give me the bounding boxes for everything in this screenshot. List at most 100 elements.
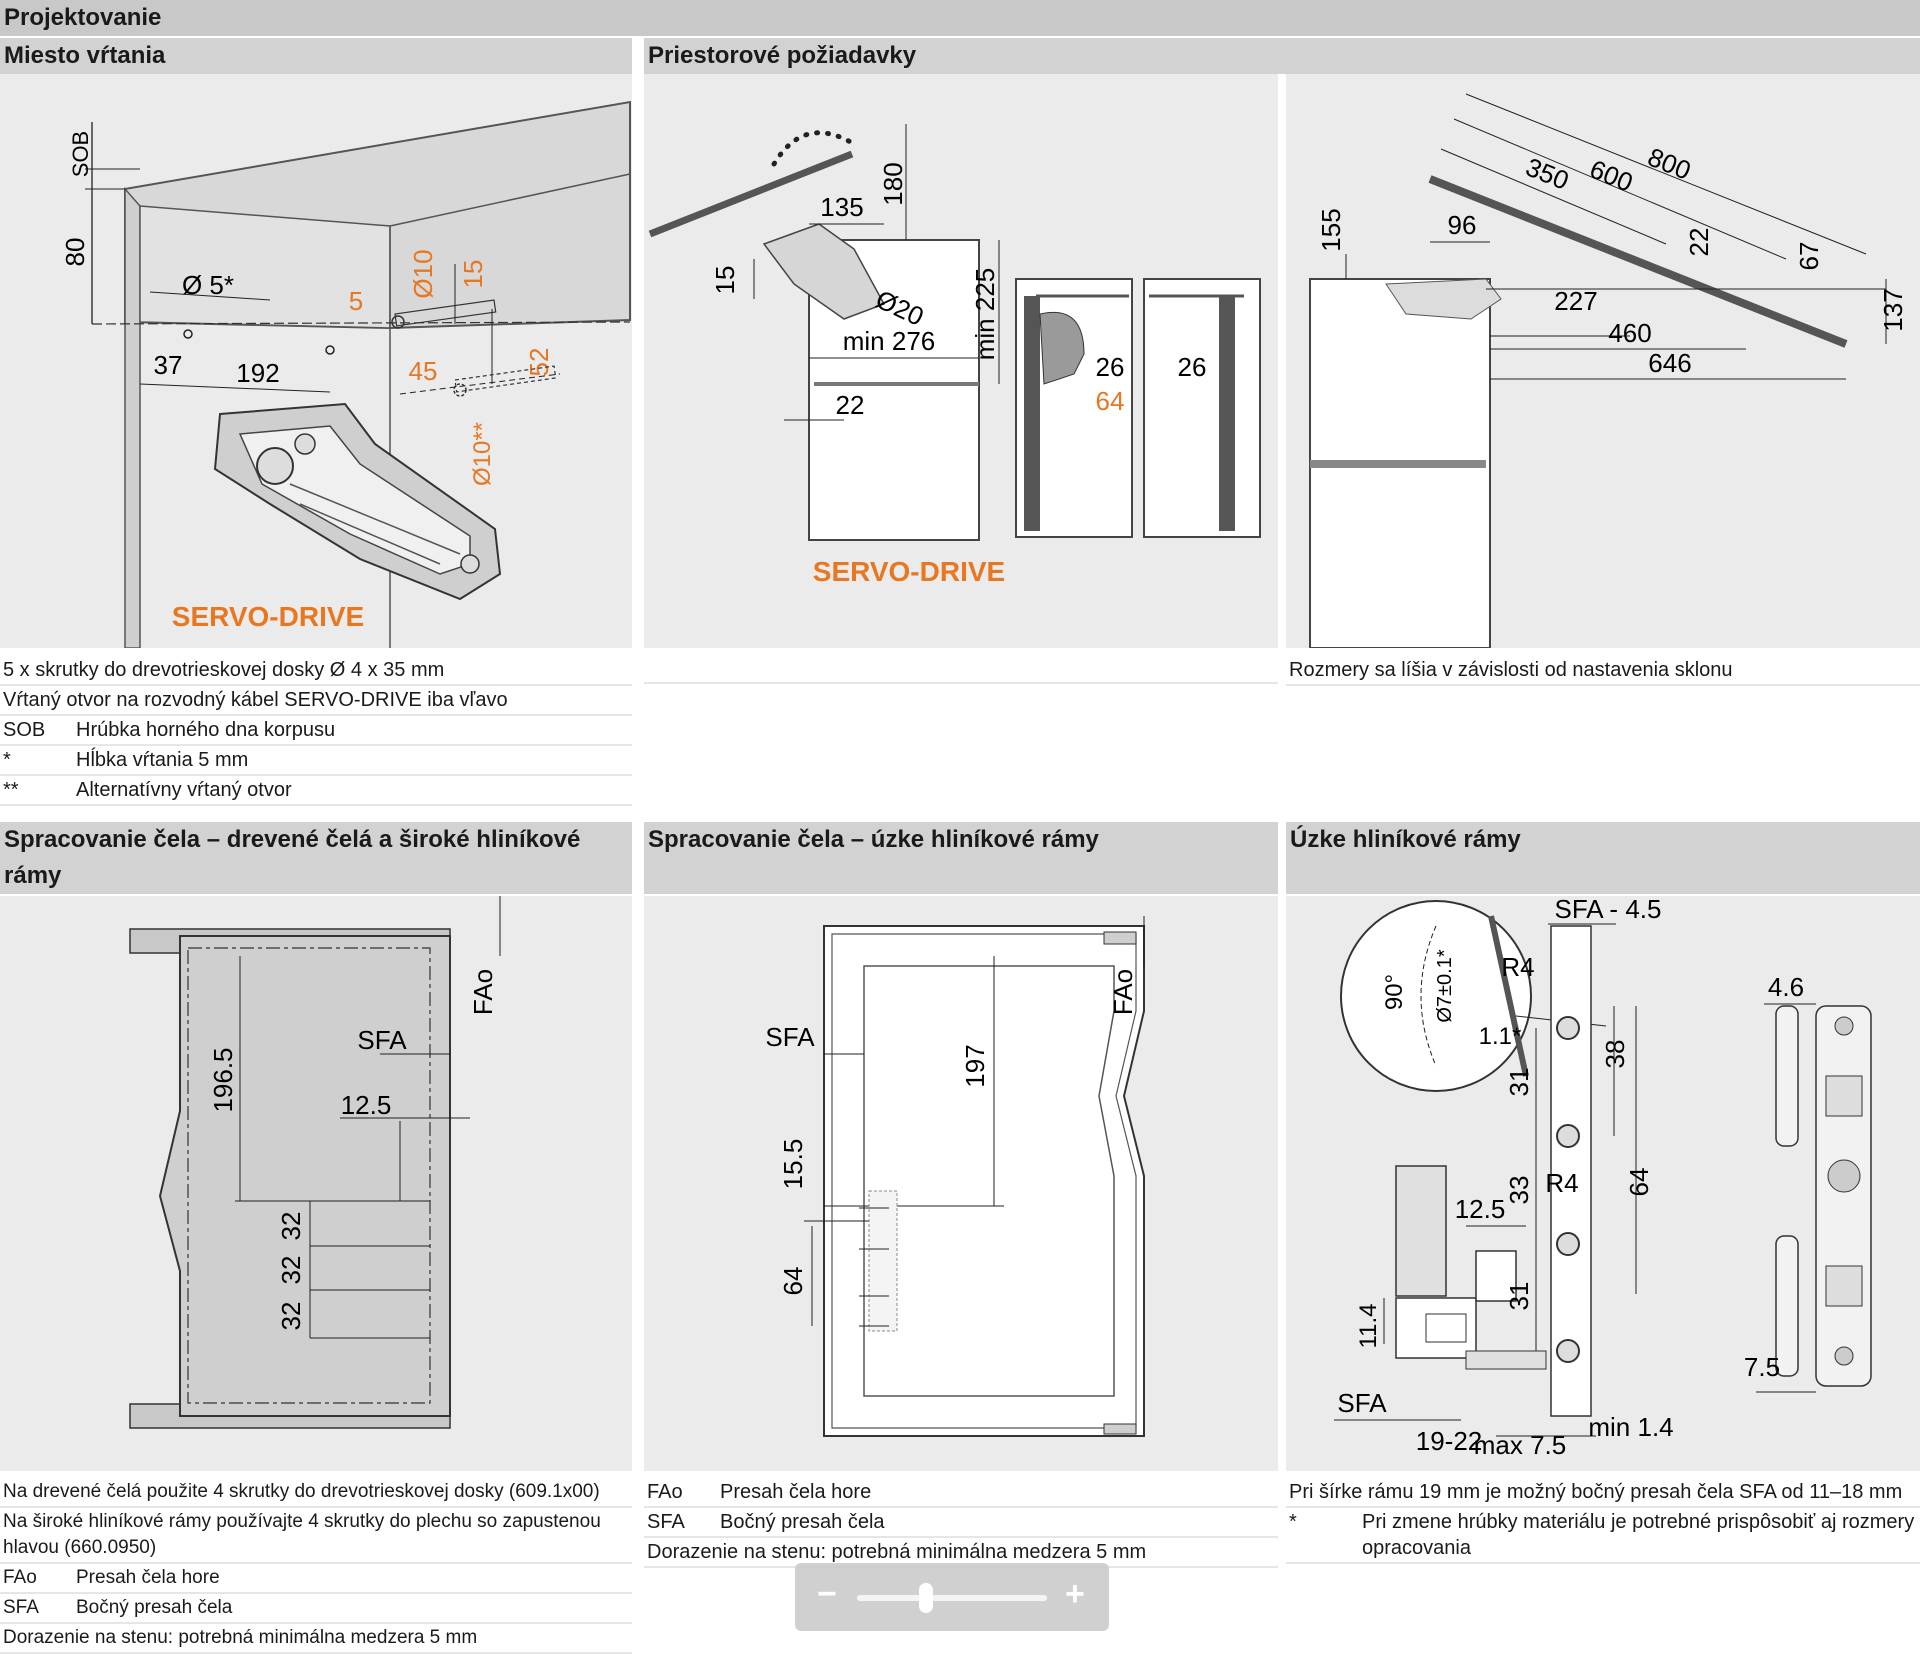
label-fao: FAo [1108, 969, 1138, 1015]
label-15: 15 [710, 266, 740, 295]
space-notes: Rozmery sa líšia v závislosti od nastave… [1286, 656, 1920, 801]
panel-title-drilling: Miesto vŕtania [0, 38, 632, 74]
label-o45: 45 [409, 356, 438, 386]
label-26b: 26 [1178, 352, 1207, 382]
label-646: 646 [1648, 348, 1691, 378]
note-text: Bočný presah čela [720, 1511, 885, 1533]
note-text: Presah čela hore [720, 1481, 872, 1503]
label-64: 64 [1624, 1168, 1654, 1197]
note-text: Bočný presah čela [76, 1597, 233, 1618]
label-r4b: R4 [1545, 1168, 1578, 1198]
note-text: Hrúbka horného dna korpusu [76, 719, 336, 741]
zoom-control: − + [795, 1563, 1109, 1631]
label-33: 33 [1504, 1176, 1534, 1205]
label-sfa: SFA [357, 1025, 407, 1055]
label-o52: 52 [524, 348, 554, 377]
label-min276: min 276 [843, 326, 936, 356]
label-75: 7.5 [1744, 1352, 1780, 1382]
label-80: 80 [60, 238, 90, 267]
note-text: Alternatívny vŕtaný otvor [76, 779, 292, 801]
panel-title-wood: Spracovanie čela – drevené čelá a široké… [0, 822, 632, 894]
label-31b: 31 [1504, 1282, 1534, 1311]
frames-diagram: 90° Ø7±0.1* 1.1* 12.5 11.4 SFA 19-22 SFA… [1286, 896, 1920, 1471]
frames-notes: Pri šírke rámu 19 mm je možný bočný pres… [1286, 1478, 1920, 1650]
label-90: 90° [1381, 974, 1408, 1010]
page-title: Projektovanie [0, 0, 1920, 36]
note-text: Vŕtaný otvor na rozvodný kábel SERVO-DRI… [3, 689, 508, 711]
label-min225: min 225 [970, 268, 1000, 361]
label-11: 1.1* [1479, 1023, 1522, 1050]
label-31a: 31 [1504, 1068, 1534, 1097]
label-d7: Ø7±0.1* [1434, 949, 1456, 1022]
note-key: SFA [3, 1597, 39, 1618]
label-22b: 22 [1684, 228, 1714, 257]
label-125: 12.5 [341, 1090, 392, 1120]
servo-drive-label: SERVO-DRIVE [172, 601, 364, 632]
label-sfa: SFA [765, 1022, 815, 1052]
drilling-diagram: SOB 80 Ø 5* 37 192 5 Ø10 15 45 52 [0, 74, 632, 648]
note-row: Na široké hliníkové rámy používajte 4 sk… [0, 1508, 632, 1564]
panel-title-frames: Úzke hliníkové rámy [1286, 822, 1920, 894]
note-text: Pri zmene hrúbky materiálu je potrebné p… [1362, 1511, 1915, 1559]
zoom-slider-handle[interactable] [918, 1583, 933, 1613]
note-key: ** [3, 779, 19, 801]
note-row: SOB Hrúbka horného dna korpusu [0, 716, 632, 746]
label-67: 67 [1794, 242, 1824, 271]
note-key: SFA [647, 1511, 685, 1533]
label-37: 37 [154, 350, 183, 380]
label-180: 180 [878, 162, 908, 205]
label-46: 4.6 [1768, 972, 1804, 1002]
label-197: 197 [960, 1044, 990, 1087]
note-text: Dorazenie na stenu: potrebná minimálna m… [647, 1541, 1147, 1563]
wood-front-diagram: FAo SFA 196.5 12.5 32 32 32 [0, 896, 632, 1471]
zoom-slider[interactable] [857, 1595, 1047, 1601]
note-row: Pri šírke rámu 19 mm je možný bočný pres… [1286, 1478, 1920, 1508]
note-text: Rozmery sa líšia v závislosti od nastave… [1289, 659, 1733, 681]
panel-title-narrow: Spracovanie čela – úzke hliníkové rámy [644, 822, 1278, 894]
label-26a: 26 [1096, 352, 1125, 382]
zoom-out-button[interactable]: − [817, 1575, 837, 1613]
label-96: 96 [1448, 210, 1477, 240]
label-1965: 196.5 [208, 1047, 238, 1112]
label-460: 460 [1608, 318, 1651, 348]
servo-drive-label-2: SERVO-DRIVE [813, 556, 1005, 587]
label-64: 64 [778, 1267, 808, 1296]
note-row: SFA Bočný presah čela [0, 1594, 632, 1624]
drilling-notes: 5 x skrutky do drevotrieskovej dosky Ø 4… [0, 656, 632, 806]
label-o10: Ø10 [408, 249, 438, 298]
label-32c: 32 [276, 1302, 306, 1331]
note-row: SFA Bočný presah čela [644, 1508, 1278, 1538]
note-row: FAo Presah čela hore [0, 1564, 632, 1594]
note-text: Na široké hliníkové rámy používajte 4 sk… [3, 1511, 601, 1558]
panel-title-space: Priestorové požiadavky [644, 38, 1920, 74]
label-min14: min 1.4 [1588, 1412, 1673, 1442]
note-row: Vŕtaný otvor na rozvodný kábel SERVO-DRI… [0, 686, 632, 716]
note-text: Hĺbka vŕtania 5 mm [76, 749, 249, 771]
note-row: ** Alternatívny vŕtaný otvor [0, 776, 632, 806]
note-text: Na drevené čelá použite 4 skrutky do dre… [3, 1481, 600, 1502]
label-135: 135 [820, 192, 863, 222]
note-row: Na drevené čelá použite 4 skrutky do dre… [0, 1478, 632, 1508]
note-text: Dorazenie na stenu: potrebná minimálna m… [3, 1627, 478, 1648]
note-text: 5 x skrutky do drevotrieskovej dosky Ø 4… [3, 659, 445, 681]
note-key: * [3, 749, 11, 771]
narrow-front-diagram: FAo SFA 197 15.5 64 [644, 896, 1278, 1471]
note-key: FAo [3, 1567, 37, 1588]
zoom-in-button[interactable]: + [1065, 1575, 1085, 1613]
note-text: Pri šírke rámu 19 mm je možný bočný pres… [1289, 1481, 1903, 1503]
label-800: 800 [1644, 142, 1695, 186]
note-row: * Hĺbka vŕtania 5 mm [0, 746, 632, 776]
label-155: 15.5 [778, 1139, 808, 1190]
label-227: 227 [1554, 286, 1597, 316]
note-key: SOB [3, 719, 46, 741]
label-sfa: SFA [1337, 1388, 1387, 1418]
wood-notes: Na drevené čelá použite 4 skrutky do dre… [0, 1478, 632, 1654]
note-text: Presah čela hore [76, 1567, 220, 1588]
note-row: Rozmery sa líšia v závislosti od nastave… [1286, 656, 1920, 686]
label-1922: 19-22 [1416, 1426, 1483, 1456]
label-600: 600 [1586, 154, 1637, 198]
label-192: 192 [236, 358, 279, 388]
space-diagram-angle: 800 600 350 155 96 22 67 227 460 646 137 [1286, 74, 1920, 648]
label-32b: 32 [276, 1256, 306, 1285]
